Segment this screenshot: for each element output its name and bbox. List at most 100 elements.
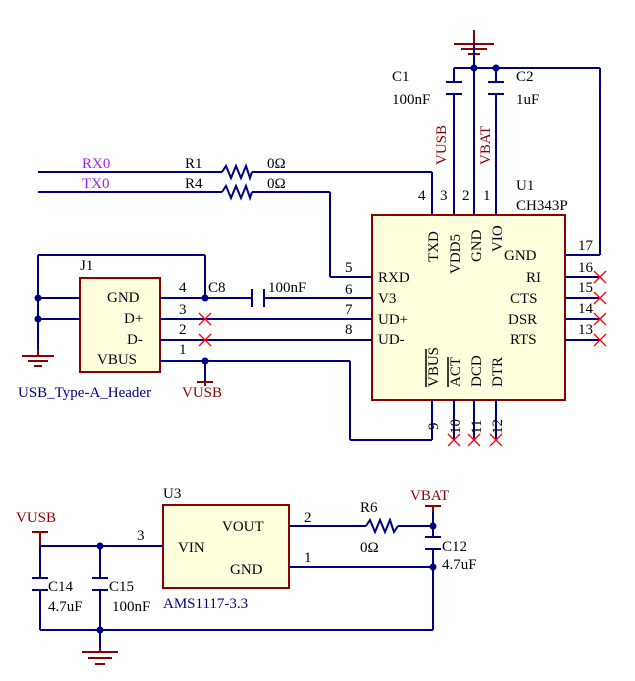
u1-part: CH343P bbox=[516, 198, 568, 214]
u1-pin-num: 5 bbox=[345, 260, 353, 276]
net-label-vbat-top: VBAT bbox=[478, 126, 494, 165]
u1-pin-name: TXD bbox=[426, 231, 442, 262]
u1-right-no-connect-marks bbox=[593, 270, 607, 347]
r1-ref: R1 bbox=[185, 156, 203, 172]
u1-ref: U1 bbox=[516, 178, 534, 194]
capacitor-c15: C15 100nF bbox=[92, 577, 150, 615]
u1-pin-name: UD+ bbox=[378, 312, 408, 328]
c1-value: 100nF bbox=[392, 92, 430, 108]
u3-pin-num: 3 bbox=[137, 528, 145, 544]
j1-pin-name: D+ bbox=[124, 311, 143, 327]
u1-pin-num: 6 bbox=[345, 282, 353, 298]
u3-pin-num: 2 bbox=[304, 510, 312, 526]
u1-pin-name: V3 bbox=[378, 291, 396, 307]
j1-ref: J1 bbox=[80, 258, 93, 274]
r6-ref: R6 bbox=[360, 500, 378, 516]
u1-pin-name: ACT bbox=[448, 357, 464, 387]
u3-ref: U3 bbox=[163, 486, 181, 502]
u3-pin-num: 1 bbox=[304, 550, 312, 566]
c12-value: 4.7uF bbox=[442, 557, 477, 573]
vbat-power-port-regulator bbox=[425, 505, 441, 512]
u3-body bbox=[162, 504, 290, 589]
c1-ref: C1 bbox=[392, 69, 410, 85]
u1-left-pins: 5 RXD 6 V3 7 UD+ 8 UD- bbox=[330, 260, 410, 348]
regulator-wires bbox=[39, 506, 437, 648]
c2-ref: C2 bbox=[516, 69, 534, 85]
u1-pin-name: RXD bbox=[378, 270, 410, 286]
u1-pin-num: 10 bbox=[448, 419, 464, 434]
c8-ref: C8 bbox=[208, 280, 226, 296]
u1-pin-name: VIO bbox=[490, 225, 506, 252]
resistor-r6 bbox=[365, 517, 399, 535]
j1-wires bbox=[34, 254, 433, 441]
u1-top-pins: 4 3 2 1 TXD VDD5 GND VIO bbox=[418, 188, 506, 274]
capacitor-c8: C8 100nF bbox=[208, 280, 306, 307]
j1-pins: GND D+ D- VBUS 4 3 2 1 bbox=[97, 280, 187, 368]
capacitor-c1: C1 100nF bbox=[392, 69, 462, 108]
u1-pin-num: 9 bbox=[426, 423, 442, 431]
u1-pin-name: GND bbox=[469, 229, 485, 262]
vusb-power-port-regulator bbox=[32, 531, 48, 546]
j1-pin-name: VBUS bbox=[97, 352, 137, 368]
net-label-vusb-regulator: VUSB bbox=[16, 510, 56, 526]
j1-body bbox=[79, 277, 161, 373]
u1-pin-num: 4 bbox=[418, 188, 426, 204]
c12-ref: C12 bbox=[442, 539, 467, 555]
u3-pin-name: VIN bbox=[178, 540, 205, 556]
j1-pin-num: 4 bbox=[179, 280, 187, 296]
j1-pin-name: GND bbox=[107, 290, 140, 306]
r1-value: 0Ω bbox=[267, 156, 286, 172]
c14-ref: C14 bbox=[48, 579, 74, 595]
c14-value: 4.7uF bbox=[48, 599, 83, 615]
u1-right-pins: 17 GND 16 RI 15 CTS 14 DSR 13 RTS bbox=[504, 238, 600, 348]
net-label-vusb-j1: VUSB bbox=[182, 385, 222, 401]
vusb-power-port-j1 bbox=[197, 381, 213, 386]
u1-pin-name: UD- bbox=[378, 332, 405, 348]
net-label-tx0: TX0 bbox=[82, 176, 110, 192]
r4-ref: R4 bbox=[185, 176, 203, 192]
u1-pin-num: 12 bbox=[490, 419, 506, 434]
capacitor-c12: C12 4.7uF bbox=[425, 536, 477, 573]
u1-pin-name: RTS bbox=[510, 332, 537, 348]
decoupling-wires bbox=[453, 44, 601, 256]
u1-pin-name: VBUS bbox=[426, 347, 442, 387]
c15-ref: C15 bbox=[109, 579, 134, 595]
resistor-r1 bbox=[221, 163, 253, 182]
u3-part: AMS1117-3.3 bbox=[163, 596, 248, 612]
net-label-vbat-regulator: VBAT bbox=[410, 488, 449, 504]
c8-value: 100nF bbox=[268, 280, 306, 296]
j1-no-connect-marks bbox=[198, 312, 212, 347]
capacitor-c14: C14 4.7uF bbox=[32, 577, 83, 615]
c2-value: 1uF bbox=[516, 92, 539, 108]
u1-pin-num: 11 bbox=[469, 420, 485, 434]
u1-pin-num: 15 bbox=[578, 280, 593, 296]
j1-pin-name: D- bbox=[127, 332, 143, 348]
resistor-r4 bbox=[221, 183, 253, 202]
c15-value: 100nF bbox=[112, 599, 150, 615]
u1-pin-name: CTS bbox=[510, 291, 538, 307]
u1-body bbox=[371, 214, 566, 401]
u1-pin-num: 3 bbox=[440, 188, 448, 204]
r6-value: 0Ω bbox=[360, 540, 379, 556]
u1-pin-name: DSR bbox=[508, 312, 537, 328]
j1-pin-num: 2 bbox=[179, 322, 187, 338]
u1-pin-num: 13 bbox=[578, 322, 593, 338]
u1-pin-num: 2 bbox=[462, 188, 470, 204]
u1-pin-num: 8 bbox=[345, 322, 353, 338]
j1-ground-symbol bbox=[22, 350, 54, 367]
u1-pin-num: 14 bbox=[578, 301, 594, 317]
u1-pin-name: VDD5 bbox=[448, 234, 464, 274]
j1-pin-num: 1 bbox=[179, 342, 187, 358]
u1-pin-name: GND bbox=[504, 248, 537, 264]
net-label-vusb-top: VUSB bbox=[434, 125, 450, 165]
r4-value: 0Ω bbox=[267, 176, 286, 192]
u3-pin-name: VOUT bbox=[222, 519, 264, 535]
u1-pin-name: DCD bbox=[469, 355, 485, 387]
regulator-ground-symbol bbox=[82, 648, 118, 665]
u1-bottom-pins: VBUS ACT DCD DTR 9 10 11 12 bbox=[425, 347, 506, 447]
rx-tx-lines bbox=[38, 171, 433, 278]
u1-pin-name: RI bbox=[526, 270, 541, 286]
u1-pin-num: 7 bbox=[345, 302, 353, 318]
u1-pin-num: 16 bbox=[578, 260, 594, 276]
